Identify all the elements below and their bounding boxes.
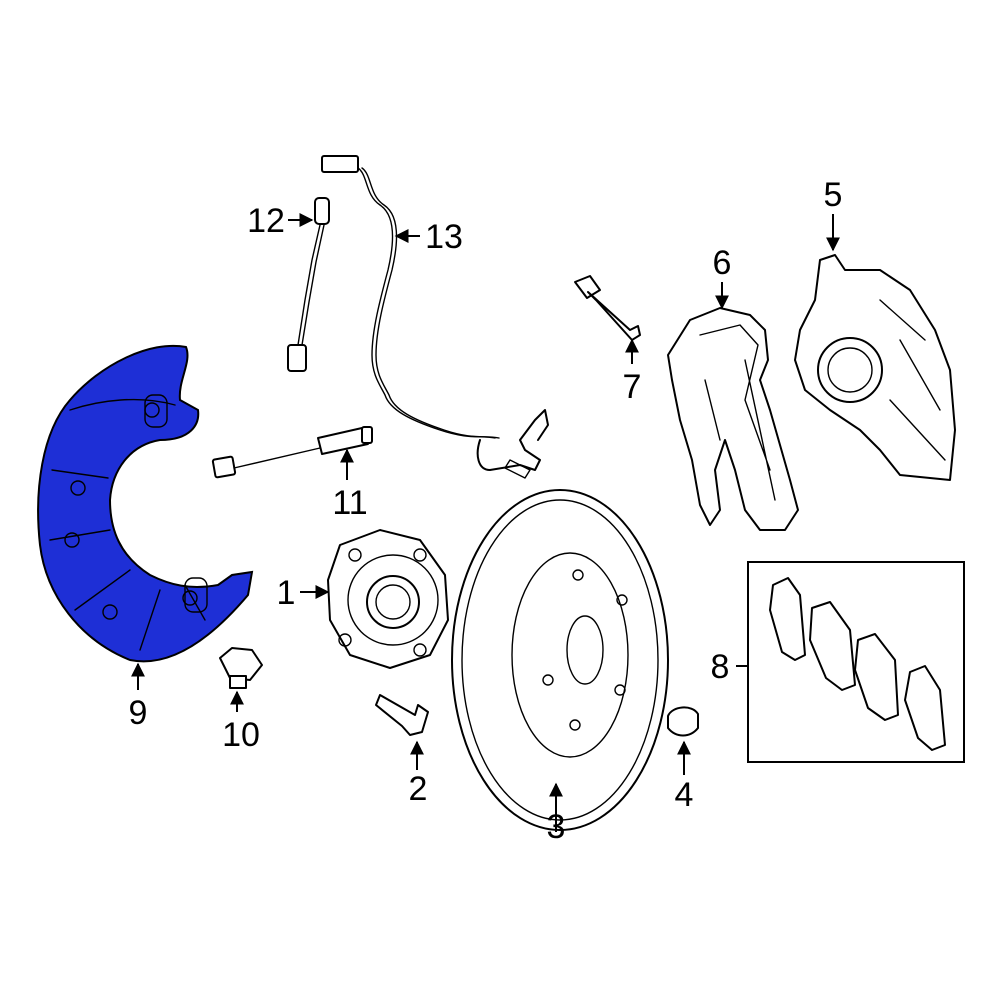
callout-7: 7	[623, 368, 642, 406]
callout-8: 8	[711, 648, 730, 686]
part-10-nut[interactable]	[219, 647, 263, 689]
callout-1: 1	[277, 574, 296, 612]
leader-lines	[131, 213, 840, 832]
callout-12: 12	[247, 202, 285, 240]
part-12-wear-sensor[interactable]	[287, 197, 330, 372]
part-1-hub[interactable]	[327, 529, 449, 669]
callout-labels: 9 10 1 2 3 4 7 6 5 8 11 12 13	[129, 176, 843, 846]
callout-3: 3	[547, 808, 566, 846]
part-8-pad-set[interactable]	[747, 561, 965, 763]
callout-6: 6	[713, 244, 732, 282]
part-11-connector[interactable]	[211, 426, 373, 479]
part-13-abs-harness[interactable]	[321, 155, 549, 479]
part-3-rotor[interactable]	[451, 489, 669, 831]
part-4-screw[interactable]	[667, 706, 699, 737]
part-2-bolt[interactable]	[375, 694, 429, 736]
callout-10: 10	[222, 716, 260, 754]
callout-5: 5	[824, 176, 843, 214]
callout-11: 11	[332, 484, 367, 522]
part-9-splash-shield[interactable]	[37, 344, 254, 663]
part-6-caliper-bracket[interactable]	[667, 307, 799, 531]
callout-9: 9	[129, 694, 148, 732]
part-5-caliper[interactable]	[794, 254, 956, 481]
callout-13: 13	[425, 218, 463, 256]
callout-2: 2	[409, 770, 428, 808]
part-7-bolt[interactable]	[574, 275, 641, 341]
callout-4: 4	[675, 776, 694, 814]
